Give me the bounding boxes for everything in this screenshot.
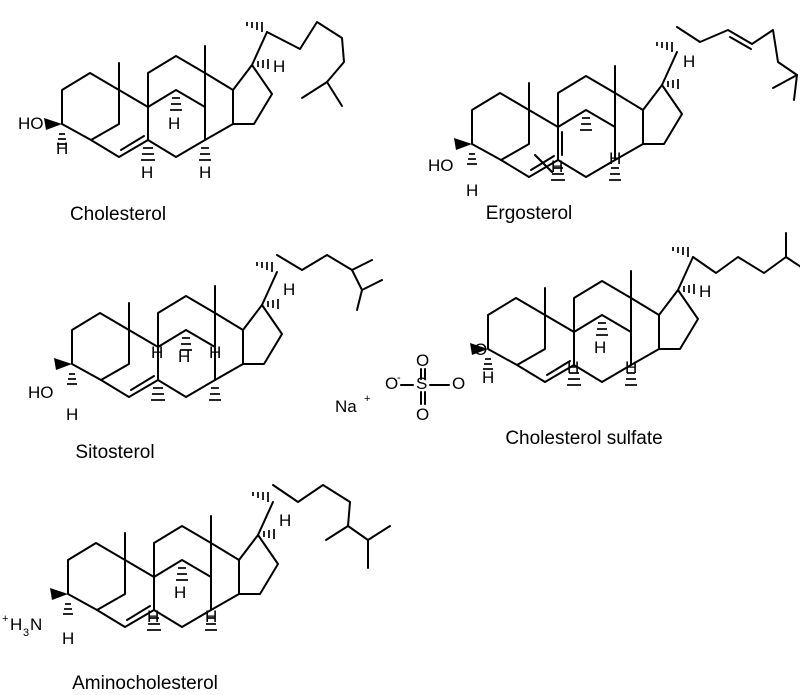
cholesterol-label: Cholesterol bbox=[70, 204, 166, 225]
sulfate-group: O O - S O O bbox=[385, 351, 465, 424]
oxygen-label: O bbox=[416, 351, 429, 370]
ammonium-group: + H 3 N bbox=[2, 613, 42, 639]
subscript-three: 3 bbox=[23, 627, 29, 639]
ergosterol-structure: HO H H H H bbox=[428, 26, 798, 200]
hydrogen-label: H bbox=[209, 343, 221, 362]
oxygen-label: O bbox=[416, 405, 429, 424]
hydrogen-label: H bbox=[594, 338, 606, 357]
plus-charge: + bbox=[364, 393, 370, 405]
hydroxyl-label: HO bbox=[18, 114, 44, 133]
aminocholesterol-structure: H H H H H bbox=[49, 484, 391, 648]
plus-charge: + bbox=[2, 613, 8, 625]
hydrogen-label: H bbox=[178, 347, 190, 366]
minus-charge: - bbox=[397, 372, 401, 384]
hydrogen-label: H bbox=[609, 149, 621, 168]
sulfur-label: S bbox=[416, 374, 427, 393]
hydrogen-label: H bbox=[466, 181, 478, 200]
hydrogen-label: H bbox=[567, 358, 579, 377]
hydrogen-label: H bbox=[141, 163, 153, 182]
sitosterol-label: Sitosterol bbox=[75, 442, 154, 463]
hydrogen-label: H bbox=[62, 629, 74, 648]
hydrogen-label: H bbox=[168, 114, 180, 133]
cholesterol-sulfate-structure: O H H H H H bbox=[469, 232, 800, 387]
hydrogen-label: H bbox=[56, 139, 68, 158]
sitosterol-structure: HO H H H H H bbox=[28, 254, 383, 424]
cholesterol-sulfate-label: Cholesterol sulfate bbox=[505, 428, 662, 449]
hydrogen-label: H bbox=[199, 163, 211, 182]
hydrogen-label: H bbox=[273, 57, 285, 76]
hydrogen-label: H bbox=[551, 157, 563, 176]
hydrogen-label: H bbox=[283, 280, 295, 299]
hydrogen-label: H bbox=[482, 368, 494, 387]
cholesterol-structure: HO H H H H H bbox=[18, 21, 345, 182]
ergosterol-label: Ergosterol bbox=[486, 203, 573, 224]
sodium-counterion: Na + bbox=[335, 393, 370, 416]
hydrogen-label: H bbox=[625, 358, 637, 377]
hydrogen-label: H bbox=[279, 511, 291, 530]
aminocholesterol-label: Aminocholesterol bbox=[72, 673, 218, 694]
sodium-label: Na bbox=[335, 397, 357, 416]
hydrogen-label: H bbox=[205, 607, 217, 626]
hydrogen-label: H bbox=[66, 405, 78, 424]
hydrogen-label: H bbox=[10, 615, 22, 634]
hydroxyl-label: HO bbox=[428, 156, 454, 175]
hydroxyl-label: HO bbox=[28, 383, 54, 402]
hydrogen-label: H bbox=[683, 52, 695, 71]
hydrogen-label: H bbox=[151, 343, 163, 362]
hydrogen-label: H bbox=[147, 607, 159, 626]
nitrogen-label: N bbox=[30, 615, 42, 634]
oxygen-label: O bbox=[474, 340, 487, 359]
hydrogen-label: H bbox=[174, 583, 186, 602]
oxygen-label: O bbox=[385, 374, 398, 393]
oxygen-label: O bbox=[452, 374, 465, 393]
hydrogen-label: H bbox=[699, 282, 711, 301]
